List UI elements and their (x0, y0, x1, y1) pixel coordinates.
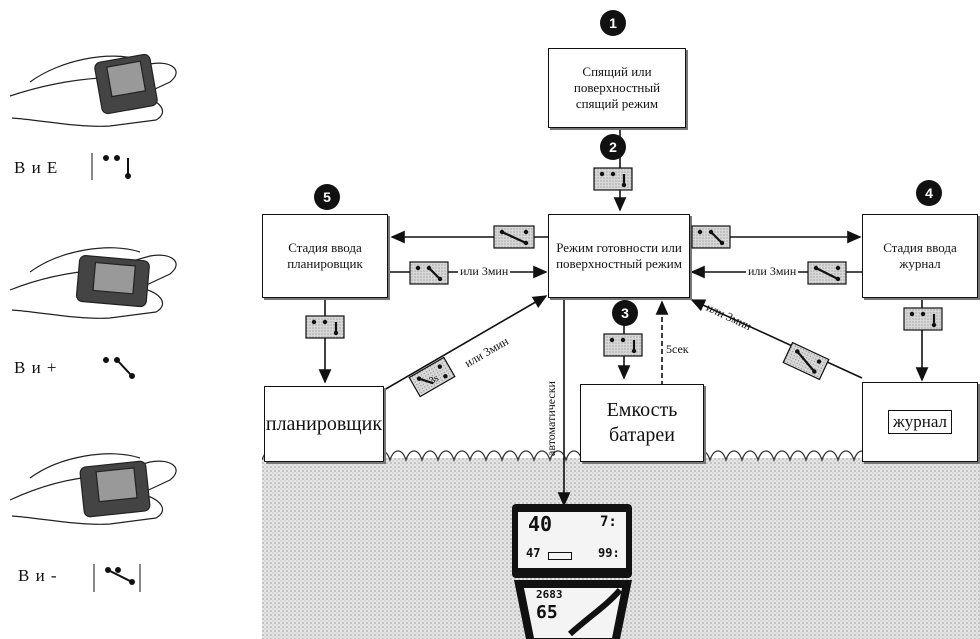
hand-caption-2: В и + (14, 358, 58, 377)
dive-display: 40 7: 47 99: (512, 504, 632, 578)
switch-log-entry-to-ready (807, 261, 847, 285)
step-badge-5: 5 (314, 184, 340, 210)
switch-ready-to-planner-entry (493, 225, 535, 249)
log-entry-box: Стадия ввода журнал (862, 214, 978, 298)
log-label: журнал (887, 410, 953, 434)
log-box: журнал (862, 382, 978, 462)
display-depth: 40 (528, 512, 553, 536)
switch-sleep-to-ready (593, 167, 633, 191)
display-lower (514, 580, 632, 639)
hand-illustration-2 (9, 247, 177, 319)
combo-glyph-1 (91, 153, 131, 180)
switch-log-entry-to-log (903, 307, 943, 331)
switch-ready-to-battery (603, 333, 643, 357)
display-percent: 99: (598, 546, 620, 560)
ready-mode-box: Режим готовности или поверхностный режим (548, 214, 690, 298)
planner-entry-box: Стадия ввода планировщик (262, 214, 388, 298)
automatic-label: автоматически (544, 381, 558, 456)
display-screen: 40 7: 47 99: (518, 512, 626, 568)
planner-box: планировщик (264, 386, 384, 462)
combo-glyph-2 (103, 357, 135, 379)
hand-illustrations (9, 53, 177, 592)
switch-ready-to-log-entry (691, 225, 731, 249)
five-sec-label: 5сек (664, 342, 691, 357)
step-badge-4: 4 (916, 180, 942, 206)
display-bottom-b: 65 (536, 602, 558, 623)
hand-caption-3: В и - (18, 566, 58, 585)
sleep-mode-box: Спящий или поверхностный спящий режим (548, 48, 686, 128)
hand-caption-1: В и Е (14, 158, 59, 177)
switch-log-to-ready (782, 341, 830, 381)
switch-planner-entry-to-ready (409, 261, 449, 285)
step-badge-2: 2 (600, 134, 626, 160)
or-3min-label-right: или 3мин (746, 264, 799, 279)
battery-box: Емкость батареи (580, 384, 704, 462)
or-3min-label-left: или 3мин (458, 264, 511, 279)
display-time: 7: (600, 514, 617, 530)
combo-glyph-3 (93, 564, 141, 592)
switch-planner-entry-to-planner (305, 315, 345, 339)
step-badge-1: 1 (600, 10, 626, 36)
hand-illustration-1 (9, 53, 177, 127)
switch-planner-to-ready: 3s (408, 356, 456, 398)
step-badge-3: 3 (612, 300, 638, 326)
display-bottom-a: 2683 (536, 588, 563, 601)
display-bar-icon (548, 552, 572, 560)
display-temp: 47 (526, 546, 541, 560)
hand-illustration-3 (9, 453, 177, 525)
